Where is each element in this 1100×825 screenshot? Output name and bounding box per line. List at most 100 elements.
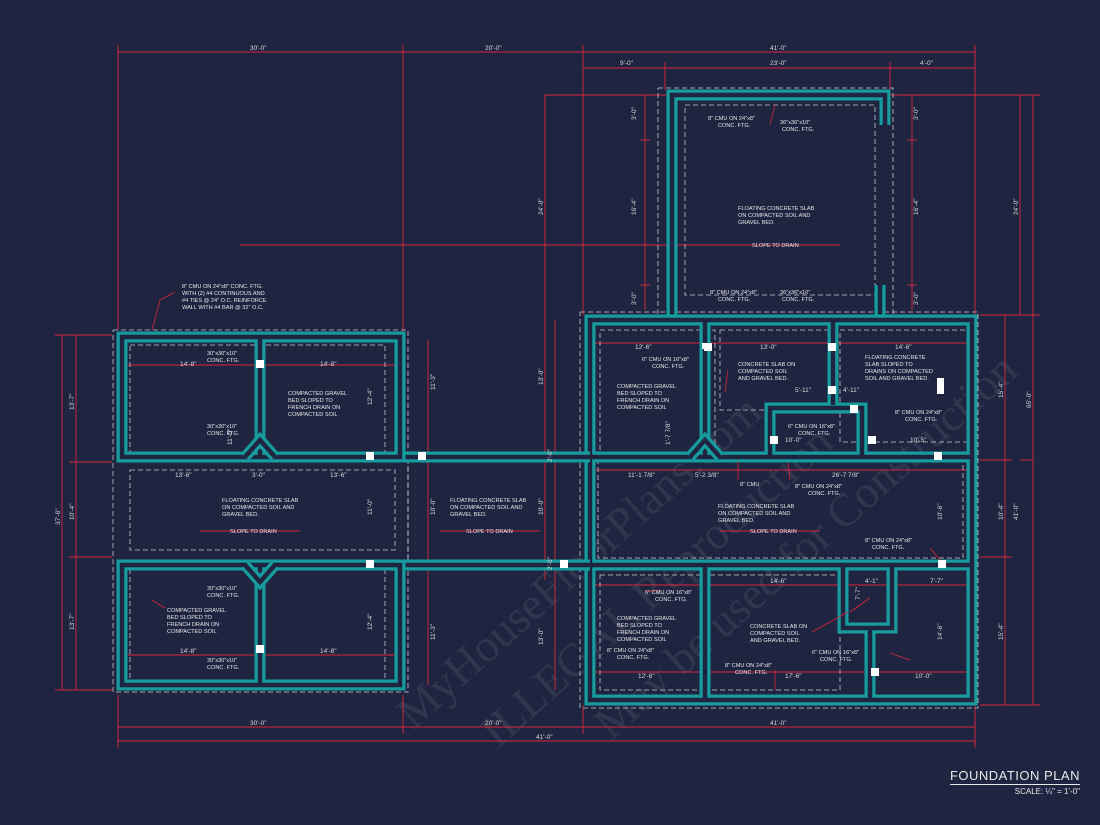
dim-label: 24'-0" (538, 198, 545, 215)
dim-label: 41'-0" (1013, 503, 1020, 520)
svg-text:COMPACTED SOIL: COMPACTED SOIL (288, 412, 338, 418)
pad-marker (871, 668, 879, 676)
svg-text:ON COMPACTED SOIL AND: ON COMPACTED SOIL AND (450, 505, 522, 511)
garage-inner-footing (684, 104, 876, 296)
svg-text:COMPACTED SOIL: COMPACTED SOIL (617, 405, 667, 411)
dim-label: 15'-4" (998, 623, 1005, 640)
dim-label: 15'-4" (998, 381, 1005, 398)
note-cmu6-c: 6" CMU ON 16"x8" CONC. FTG. (645, 590, 692, 603)
dim-label: 14'-6" (937, 623, 944, 640)
note-pad-b: 30"x30"x10" CONC. FTG. (207, 424, 240, 437)
pad-marker (418, 452, 426, 460)
dim-label: 41'-0" (536, 734, 553, 741)
note-cmu6-b: 6" CMU ON 16"x8" CONC. FTG. (788, 424, 835, 437)
note-gravel-c: COMPACTED GRAVEL BED SLOPED TO FRENCH DR… (617, 384, 676, 411)
dim-label: 14'-8" (180, 648, 197, 655)
svg-text:6" CMU ON 16"x8": 6" CMU ON 16"x8" (645, 590, 692, 596)
pad-marker (868, 436, 876, 444)
note-slab-garage: FLOATING CONCRETE SLAB ON COMPACTED SOIL… (738, 206, 815, 249)
svg-text:BED SLOPED TO: BED SLOPED TO (167, 615, 213, 621)
svg-text:30"x30"x10": 30"x30"x10" (207, 424, 237, 430)
dim-label: 5'-11" (795, 387, 812, 394)
svg-text:SLOPE TO DRAIN: SLOPE TO DRAIN (752, 243, 799, 249)
dim-label: 3'-0" (252, 472, 266, 479)
dim-label: 41'-0" (770, 720, 787, 727)
dim-label: 10'-0" (915, 673, 932, 680)
dim-label: 41'-0" (770, 45, 787, 52)
svg-text:30"x30"x10": 30"x30"x10" (207, 658, 237, 664)
note-slab-left: FLOATING CONCRETE SLAB ON COMPACTED SOIL… (222, 498, 299, 535)
svg-text:CONC. FTG.: CONC. FTG. (718, 123, 751, 129)
pad-marker (560, 560, 568, 568)
svg-text:CONC. FTG.: CONC. FTG. (820, 657, 853, 663)
svg-text:SLOPE TO DRAIN: SLOPE TO DRAIN (230, 529, 277, 535)
svg-text:SLOPE TO DRAIN: SLOPE TO DRAIN (466, 529, 513, 535)
dim-label: 2'-0" (547, 448, 554, 462)
right-wing-footing (579, 311, 979, 709)
svg-text:8" CMU ON 24"x8": 8" CMU ON 24"x8" (865, 538, 912, 544)
dim-label: 10'-4" (998, 503, 1005, 520)
note-gravel-b: COMPACTED GRAVEL BED SLOPED TO FRENCH DR… (167, 608, 226, 635)
note-cmu-reinforcement: 8" CMU ON 24"x8" CONC. FTG. WITH (2) #4 … (182, 284, 267, 311)
svg-text:CONC. FTG.: CONC. FTG. (718, 297, 751, 303)
svg-text:COMPACTED SOIL: COMPACTED SOIL (617, 637, 667, 643)
right-slab-footing (597, 461, 964, 559)
note-slab-right: FLOATING CONCRETE SLAB ON COMPACTED SOIL… (718, 504, 797, 535)
dim-label: 30'-0" (250, 720, 267, 727)
note-cmu-garage-a: 8" CMU ON 24"x8" CONC. FTG. (708, 116, 755, 129)
dim-label: 9'-0" (620, 60, 634, 67)
dim-label: 13'-0" (760, 344, 777, 351)
svg-text:FLOATING CONCRETE: FLOATING CONCRETE (865, 355, 926, 361)
pad-marker (850, 405, 858, 413)
svg-text:CONC. FTG.: CONC. FTG. (735, 670, 768, 676)
drawing-title: FOUNDATION PLAN (949, 768, 1080, 785)
note-pad-garage-a: 36"x36"x10" CONC. FTG. (780, 120, 815, 133)
svg-text:FRENCH DRAIN ON: FRENCH DRAIN ON (167, 622, 219, 628)
foundation-walls (116, 89, 978, 706)
svg-text:FLOATING CONCRETE SLAB: FLOATING CONCRETE SLAB (718, 504, 795, 510)
svg-text:SLAB SLOPED TO: SLAB SLOPED TO (865, 362, 913, 368)
dim-label: 3'-0" (913, 106, 920, 120)
dim-label: 13'-0" (538, 368, 545, 385)
svg-text:AND GRAVEL BED.: AND GRAVEL BED. (738, 376, 788, 382)
svg-text:ON COMPACTED SOIL AND: ON COMPACTED SOIL AND (738, 213, 810, 219)
svg-text:30"x30"x10": 30"x30"x10" (207, 586, 237, 592)
svg-text:COMPACTED SOIL: COMPACTED SOIL (750, 631, 800, 637)
note-pad-garage-b: 36"x36"x10" CONC. FTG. (780, 290, 815, 303)
svg-text:8" CMU ON 24"x8": 8" CMU ON 24"x8" (710, 290, 757, 296)
dim-label: 23'-0" (770, 60, 787, 67)
svg-text:BED SLOPED TO: BED SLOPED TO (617, 391, 663, 397)
pad-marker (828, 386, 836, 394)
note-slab-soil-a: CONCRETE SLAB ON COMPACTED SOIL AND GRAV… (738, 362, 795, 382)
svg-text:COMPACTED GRAVEL: COMPACTED GRAVEL (617, 384, 676, 390)
svg-text:CONC. FTG.: CONC. FTG. (207, 358, 240, 364)
note-gravel-d: COMPACTED GRAVEL BED SLOPED TO FRENCH DR… (617, 616, 676, 643)
svg-text:COMPACTED GRAVEL: COMPACTED GRAVEL (617, 616, 676, 622)
dim-label: 11'-3" (430, 623, 437, 640)
pad-marker (770, 436, 778, 444)
svg-text:CONC. FTG.: CONC. FTG. (207, 593, 240, 599)
dim-label: 10'-0" (785, 437, 802, 444)
dim-label: 13'-7" (69, 393, 76, 410)
leaders (151, 104, 941, 690)
svg-text:FRENCH DRAIN ON: FRENCH DRAIN ON (617, 398, 669, 404)
dim-label: 16'-4" (631, 198, 638, 215)
svg-text:36"x36"x10": 36"x36"x10" (780, 290, 810, 296)
svg-text:ON COMPACTED SOIL AND: ON COMPACTED SOIL AND (222, 505, 294, 511)
dim-label: 11'-0" (367, 498, 374, 515)
svg-text:CONC. FTG.: CONC. FTG. (905, 417, 938, 423)
dim-label: 14'-6" (770, 578, 787, 585)
dim-label: 30'-0" (250, 45, 267, 52)
pad-marker (934, 452, 942, 460)
note-slab-center: FLOATING CONCRETE SLAB ON COMPACTED SOIL… (450, 498, 527, 535)
pad-marker (938, 560, 946, 568)
dim-label: 10'-6" (937, 503, 944, 520)
note-pad-c: 30"x30"x10" CONC. FTG. (207, 586, 240, 599)
svg-text:WITH (2) #4 CONTINUOUS AND: WITH (2) #4 CONTINUOUS AND (182, 291, 265, 297)
svg-text:CONCRETE SLAB ON: CONCRETE SLAB ON (738, 362, 795, 368)
svg-text:COMPACTED GRAVEL: COMPACTED GRAVEL (167, 608, 226, 614)
pad-marker (256, 645, 264, 653)
svg-text:FLOATING CONCRETE SLAB: FLOATING CONCRETE SLAB (738, 206, 815, 212)
dim-label: 10'-5" (910, 437, 927, 444)
svg-text:CONC. FTG.: CONC. FTG. (798, 431, 831, 437)
